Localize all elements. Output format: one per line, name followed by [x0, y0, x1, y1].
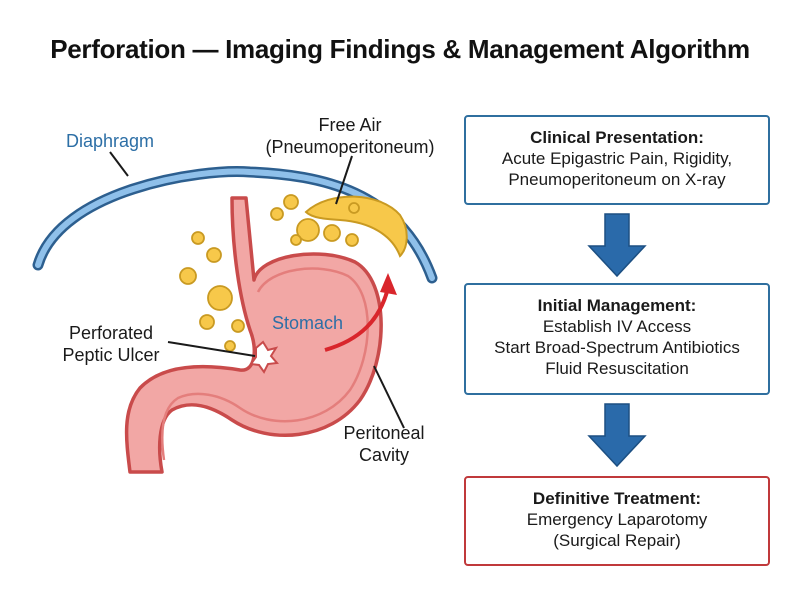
label-ulcer-line2: Peptic Ulcer	[62, 345, 160, 365]
flow-box-heading: Definitive Treatment:	[532, 489, 702, 508]
peritoneal-leader	[373, 365, 405, 429]
label-ulcer-line1: Perforated	[68, 323, 154, 343]
flow-box-line: (Surgical Repair)	[553, 531, 681, 550]
label-ulcer: Perforated Peptic Ulcer	[46, 322, 176, 366]
flow-box-line: Fluid Resuscitation	[545, 359, 689, 378]
label-free-air-line2: (Pneumoperitoneum)	[265, 137, 435, 157]
flow-box-heading: Initial Management:	[537, 296, 697, 315]
page-title: Perforation — Imaging Findings & Managem…	[50, 34, 750, 64]
diaphragm-leader	[109, 151, 129, 177]
label-stomach: Stomach	[272, 313, 344, 333]
flow-box-line: Acute Epigastric Pain, Rigidity,	[501, 149, 733, 168]
flow-box-definitive-treatment: Definitive Treatment: Emergency Laparoto…	[464, 476, 770, 566]
escape-arrow-head	[380, 273, 397, 295]
flow-box-line: Pneumoperitoneum on X-ray	[508, 170, 726, 189]
free-air-leader	[335, 155, 353, 205]
free-air-crescent	[304, 195, 408, 258]
label-peritoneal-line2: Cavity	[358, 445, 409, 465]
flow-box-clinical-presentation: Clinical Presentation: Acute Epigastric …	[464, 115, 770, 205]
label-peritoneal-line1: Peritoneal	[343, 423, 425, 443]
free-air-bubbles	[179, 194, 360, 352]
flow-arrow-2	[587, 403, 647, 468]
flow-box-line: Emergency Laparotomy	[526, 510, 708, 529]
flow-box-line: Establish IV Access	[542, 317, 692, 336]
stomach-inner-rim	[161, 267, 369, 461]
flow-arrow-1	[587, 213, 647, 278]
label-free-air-line1: Free Air	[318, 115, 382, 135]
flow-box-heading: Clinical Presentation:	[530, 128, 704, 147]
ulcer-leader	[167, 341, 256, 357]
perforation-hole	[249, 340, 279, 374]
flow-box-line: Start Broad-Spectrum Antibiotics	[494, 338, 740, 357]
label-free-air: Free Air (Pneumoperitoneum)	[262, 114, 438, 158]
escape-arrow	[324, 287, 390, 352]
label-peritoneal: Peritoneal Cavity	[332, 422, 436, 466]
label-diaphragm: Diaphragm	[66, 131, 155, 151]
flow-box-initial-management: Initial Management: Establish IV Access …	[464, 283, 770, 395]
